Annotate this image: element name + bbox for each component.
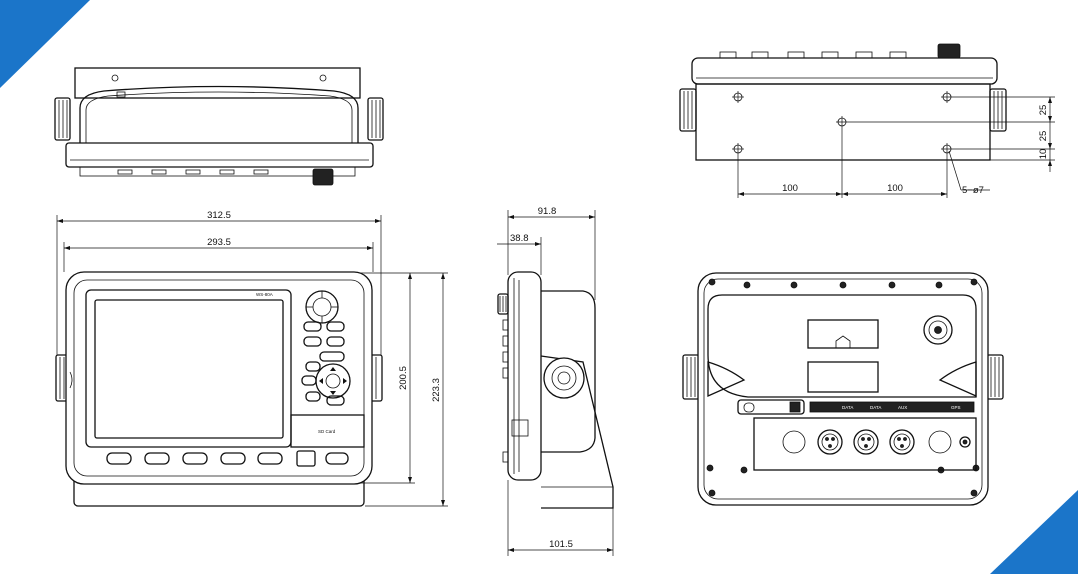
bottom-view: 100 100 25 25 10 5−ø7 xyxy=(679,43,1055,198)
corner-accent-bottom-right xyxy=(990,490,1078,574)
model-label: WS-80A xyxy=(256,292,273,297)
sd-card-label: SD Card xyxy=(318,429,336,434)
front-height-body: 200.5 xyxy=(398,366,409,390)
port-label-data-1: DATA xyxy=(842,405,853,410)
front-height-overall: 223.3 xyxy=(431,378,442,402)
front-width-body: 293.5 xyxy=(207,237,231,248)
hole-spacing-left: 100 xyxy=(782,183,798,194)
rear-view: DATA DATA AUX GPS xyxy=(682,272,1004,506)
port-label-data-2: DATA xyxy=(870,405,881,410)
front-width-overall: 312.5 xyxy=(207,210,231,221)
vertical-spacing-top: 25 xyxy=(1038,105,1049,116)
port-label-aux: AUX xyxy=(898,405,907,410)
port-label-gps: GPS xyxy=(951,405,961,410)
corner-accent-top-left xyxy=(0,0,90,88)
hole-spacing-right: 100 xyxy=(887,183,903,194)
vertical-spacing-bottom: 10 xyxy=(1038,149,1049,160)
side-depth-front: 38.8 xyxy=(510,233,529,244)
hole-callout: 5−ø7 xyxy=(962,185,984,196)
vertical-spacing-mid: 25 xyxy=(1038,131,1049,142)
top-view xyxy=(54,67,384,186)
side-view: 91.8 38.8 101.5 xyxy=(497,206,614,556)
side-depth-overall: 91.8 xyxy=(538,206,557,217)
front-view: 312.5 293.5 200.5 223.3 WS xyxy=(55,210,448,507)
side-depth-base: 101.5 xyxy=(549,539,573,550)
